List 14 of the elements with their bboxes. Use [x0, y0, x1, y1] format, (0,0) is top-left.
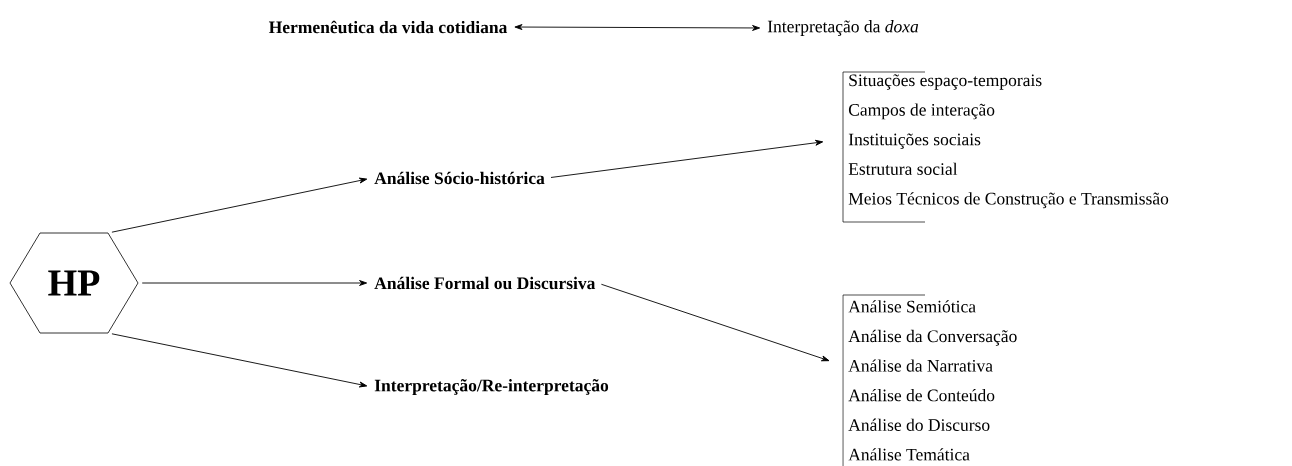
hexagon: HP: [9, 232, 139, 334]
heading-text: Análise Sócio-histórica: [374, 171, 545, 185]
arrow: [141, 280, 368, 286]
arrow: [111, 333, 368, 388]
arrow: [514, 24, 761, 31]
heading-text: Interpretação/Re-interpretação: [374, 379, 609, 395]
label-text: Interpretação da doxa: [767, 20, 919, 36]
heading-text: Hermenêutica da vida cotidiana: [268, 20, 508, 34]
heading-text: Análise Formal ou Discursiva: [374, 276, 596, 290]
arrow: [111, 177, 368, 233]
arrow: [550, 139, 824, 178]
bracket-list: Análise Semiótica Análise da Conversação Análise da Narrativa Análise de Conteúdo Análise do Discurso Análise Temática: [842, 294, 1017, 466]
arrow: [600, 283, 830, 362]
bracket-list: Situações espaço-temporais Campos de interação Instituições sociais Estrutura social Meios Técnicos de Construção e Transmissão: [842, 71, 1169, 223]
